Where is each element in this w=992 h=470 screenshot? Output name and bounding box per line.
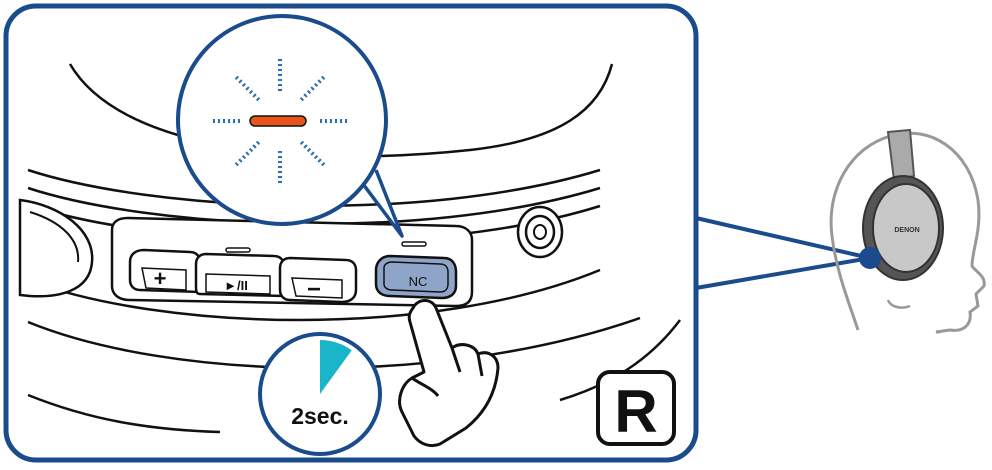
led-slot xyxy=(401,241,427,247)
callout-connector xyxy=(695,216,871,290)
blink-ray-1 xyxy=(299,140,326,167)
play-pause-button[interactable]: ►/II xyxy=(194,252,286,298)
audio-jack xyxy=(516,205,564,259)
timer-progress-wedge xyxy=(320,340,352,394)
blink-ray-5 xyxy=(234,75,261,102)
minus-button-label: − xyxy=(307,276,321,303)
plus-button-label: + xyxy=(154,266,167,291)
blink-ray-7 xyxy=(299,75,326,102)
nc-button[interactable]: NC xyxy=(374,254,458,300)
nc-button-label: NC xyxy=(409,274,428,289)
zoom-bubble-pointer xyxy=(358,169,404,238)
pointing-hand-icon xyxy=(398,299,500,448)
blink-ray-3 xyxy=(234,140,261,167)
indicator-slot-left xyxy=(225,247,251,253)
led-blink-rays xyxy=(210,59,350,183)
brand-label: DENON xyxy=(894,227,919,234)
timer-indicator: 2sec. xyxy=(258,332,382,456)
minus-button[interactable]: − xyxy=(278,256,358,304)
head-outline xyxy=(829,131,986,334)
right-side-badge: R xyxy=(596,370,676,446)
timer-label: 2sec. xyxy=(291,403,349,429)
led-zoom-bubble xyxy=(176,14,388,226)
callout-target-dot xyxy=(859,247,881,269)
headband xyxy=(886,128,916,182)
hinge-part xyxy=(18,198,94,298)
plus-button[interactable]: + xyxy=(128,248,202,294)
led-indicator xyxy=(249,115,307,127)
side-badge-label: R xyxy=(614,378,657,445)
play-pause-button-label: ►/II xyxy=(224,278,248,293)
head-with-headphones: DENON xyxy=(829,128,986,334)
